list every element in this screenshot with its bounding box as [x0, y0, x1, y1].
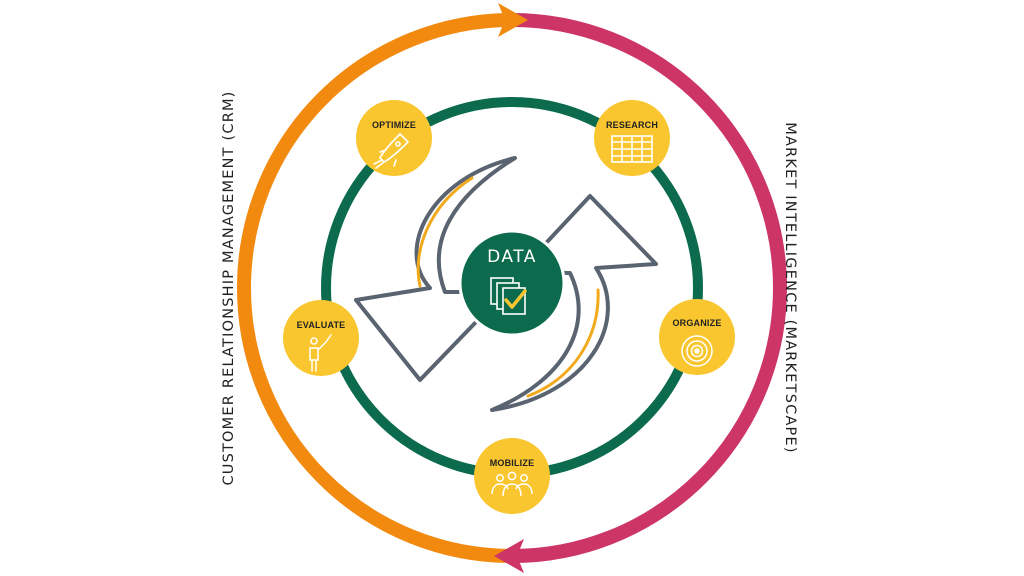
node-evaluate: EVALUATE	[283, 300, 359, 376]
node-organize: ORGANIZE	[659, 299, 735, 375]
rocket-icon	[373, 133, 409, 169]
arc-arrowhead-top	[498, 3, 528, 37]
crm-arc	[237, 13, 513, 563]
node-organize-label: ORGANIZE	[672, 318, 721, 328]
team-icon	[491, 471, 533, 497]
documents-check-icon	[490, 277, 527, 315]
node-optimize-label: OPTIMIZE	[372, 120, 416, 130]
arc-arrowhead-bottom	[494, 539, 524, 573]
target-icon	[681, 335, 713, 367]
data-label: DATA	[487, 247, 537, 267]
node-research: RESEARCH	[594, 100, 670, 176]
node-optimize: OPTIMIZE	[356, 100, 432, 176]
node-research-label: RESEARCH	[606, 120, 658, 130]
crm-label: CUSTOMER RELATIONSHIP MANAGEMENT (CRM)	[221, 90, 237, 485]
presenter-icon	[309, 334, 332, 372]
market-arc	[511, 13, 787, 563]
left-cycle-arrow	[354, 156, 517, 382]
right-cycle-arrow	[490, 194, 658, 412]
table-grid-icon	[611, 135, 653, 163]
data-hub: DATA	[458, 229, 566, 337]
node-evaluate-label: EVALUATE	[297, 320, 346, 330]
node-mobilize-label: MOBILIZE	[490, 458, 535, 468]
node-mobilize: MOBILIZE	[474, 438, 550, 514]
market-intelligence-label: MARKET INTELLIGENCE (MARKETSCAPE)	[782, 122, 798, 453]
